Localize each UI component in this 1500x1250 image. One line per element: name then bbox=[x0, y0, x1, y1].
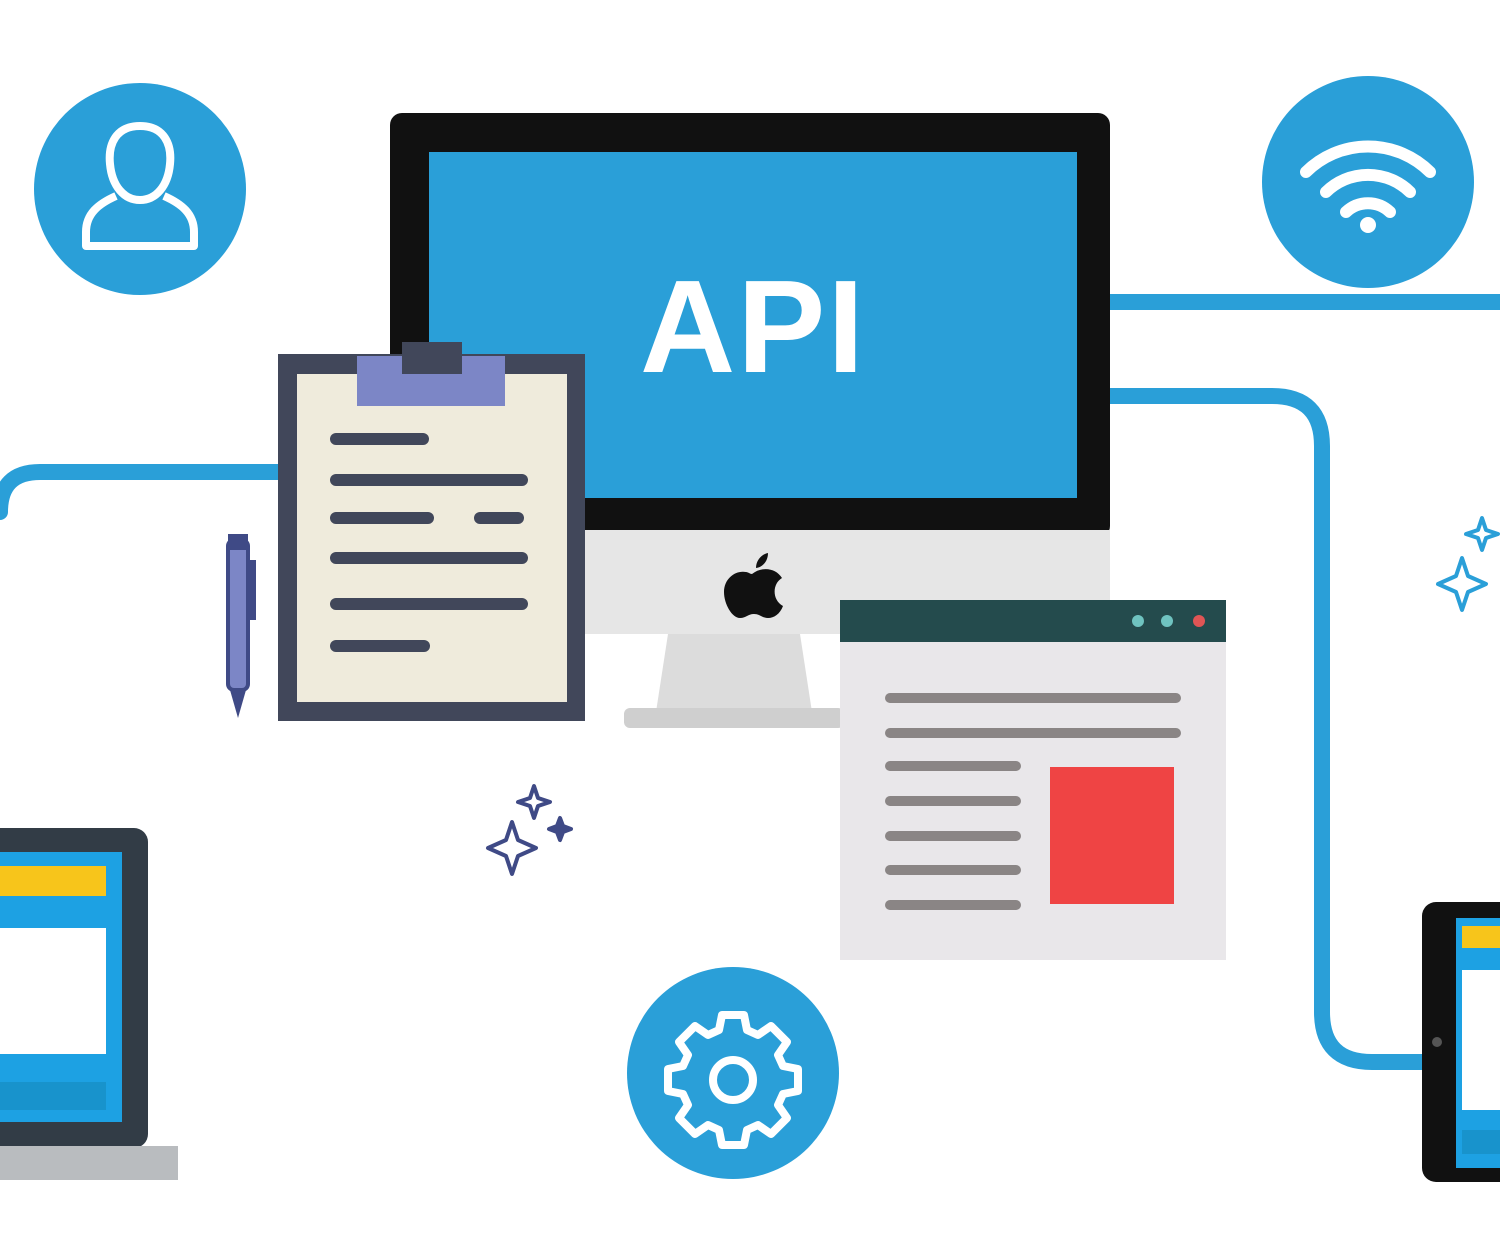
wifi-icon bbox=[1300, 140, 1436, 233]
connector-lines bbox=[0, 294, 1500, 1070]
browser-dot-3 bbox=[1193, 615, 1205, 627]
clipboard-clip-top bbox=[402, 342, 462, 374]
connector-line-left bbox=[0, 464, 290, 520]
monitor-stand-base bbox=[624, 708, 844, 728]
tablet-bottom-bar bbox=[1462, 1130, 1500, 1154]
laptop-bottom-bar bbox=[0, 1082, 106, 1110]
apple-logo-icon bbox=[724, 553, 783, 618]
laptop-base bbox=[0, 1146, 178, 1180]
laptop bbox=[0, 828, 178, 1180]
laptop-yellow-bar bbox=[0, 866, 106, 896]
clipboard bbox=[278, 342, 585, 721]
browser-window bbox=[840, 600, 1226, 960]
gear-circle bbox=[627, 967, 839, 1179]
gear-icon bbox=[664, 1011, 802, 1149]
laptop-content-panel bbox=[0, 928, 106, 1054]
browser-dot-1 bbox=[1132, 615, 1144, 627]
browser-image-block bbox=[1050, 767, 1174, 904]
user-circle bbox=[34, 83, 246, 295]
wifi-circle bbox=[1262, 76, 1474, 288]
tablet-content-panel bbox=[1462, 970, 1500, 1110]
browser-text-lines bbox=[885, 693, 1181, 910]
connector-line-right bbox=[1097, 388, 1438, 1070]
tablet bbox=[1422, 902, 1500, 1182]
clipboard-paper bbox=[297, 374, 567, 702]
monitor-stand bbox=[656, 634, 812, 712]
browser-dot-2 bbox=[1161, 615, 1173, 627]
monitor-screen-title: API bbox=[640, 253, 866, 400]
pen-icon bbox=[226, 534, 256, 718]
user-icon bbox=[82, 122, 198, 250]
tablet-yellow-bar bbox=[1462, 926, 1500, 948]
clipboard-text-lines bbox=[330, 433, 528, 652]
sparkle-icon-right bbox=[1436, 516, 1500, 612]
tablet-home-button bbox=[1432, 1037, 1442, 1047]
sparkle-icon bbox=[486, 784, 573, 876]
